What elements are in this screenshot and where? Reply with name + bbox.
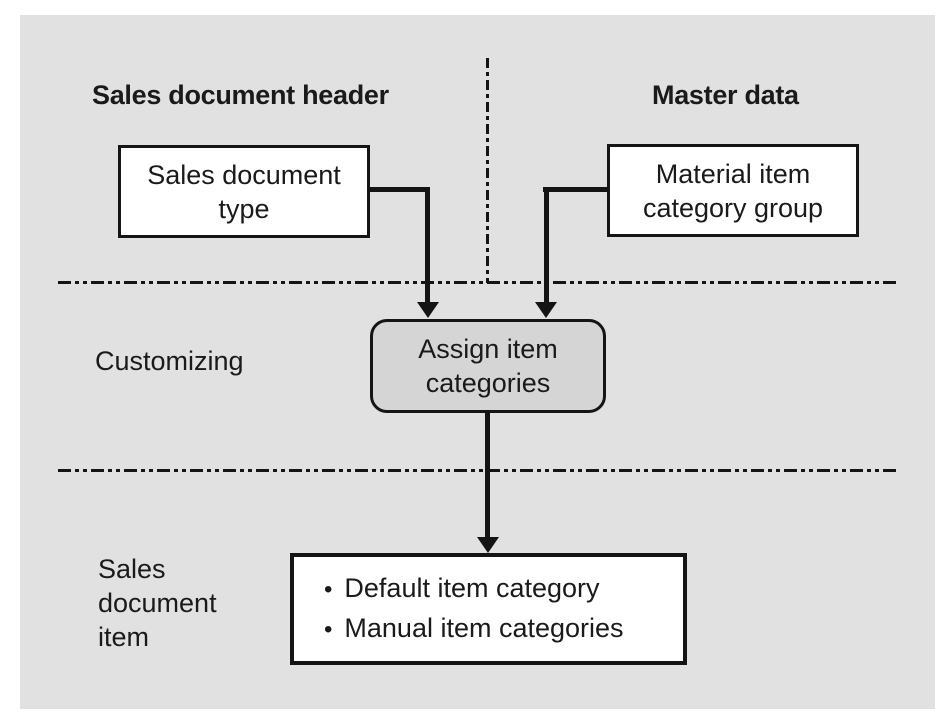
arrowhead-material-to-assign	[535, 302, 557, 318]
node-text-line: Sales document	[147, 159, 341, 190]
horizontal-divider-dashed-line-1	[58, 281, 898, 284]
arrowhead-assign-to-result	[477, 537, 499, 553]
node-text-line: category group	[642, 192, 824, 223]
bullet-icon: •	[324, 576, 333, 603]
arrowhead-sales-type-to-assign	[417, 302, 439, 318]
node-sales-document-type: Sales document type	[118, 145, 370, 238]
row-label-line: item	[98, 622, 150, 652]
node-text-line: Assign item	[418, 334, 558, 364]
vertical-divider-dashed-line	[486, 58, 489, 283]
connector-assign-vertical	[485, 411, 490, 538]
bullet-text: Manual item categories	[344, 613, 624, 643]
node-item-category-result: • Default item category • Manual item ca…	[290, 553, 687, 665]
row-label-line: document	[98, 588, 217, 618]
section-header-master-data: Master data	[652, 80, 799, 110]
horizontal-divider-dashed-line-2	[58, 469, 898, 472]
row-label-customizing: Customizing	[95, 346, 244, 376]
row-label-line: Sales	[98, 554, 166, 584]
connector-material-horizontal	[543, 187, 607, 192]
node-assign-item-categories: Assign item categories	[370, 319, 606, 413]
bullet-item-manual: • Manual item categories	[324, 609, 624, 649]
bullet-text: Default item category	[344, 573, 600, 603]
connector-material-vertical	[544, 187, 549, 303]
node-text-line: type	[218, 193, 270, 224]
connector-sales-type-horizontal	[367, 187, 430, 192]
node-material-item-category-group: Material item category group	[607, 144, 859, 237]
bullet-item-default: • Default item category	[324, 569, 600, 609]
bullet-icon: •	[324, 616, 333, 643]
node-text-line: categories	[425, 368, 551, 398]
section-header-sales-document-header: Sales document header	[92, 80, 389, 110]
row-label-sales-document-item: Sales document item	[98, 552, 217, 654]
connector-sales-type-vertical	[425, 187, 430, 303]
node-text-line: Material item	[655, 158, 811, 189]
